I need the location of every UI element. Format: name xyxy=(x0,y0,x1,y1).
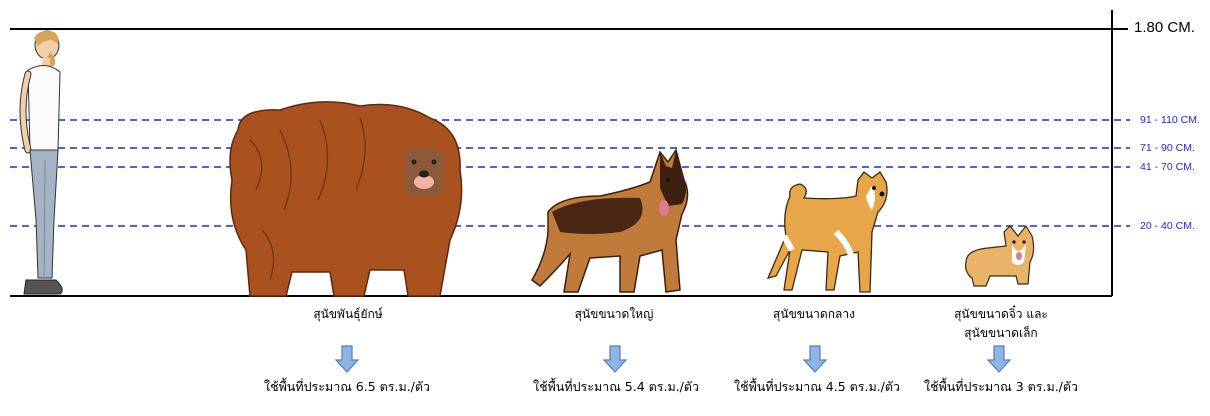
arrow-giant xyxy=(334,345,360,373)
area-label-large: ใช้พื้นที่ประมาณ 5.4 ตร.ม./ตัว xyxy=(532,379,700,394)
band-label-41-70: 41 - 70 CM. xyxy=(1140,161,1195,173)
dog-name-giant: สุนัขพันธุ์ยักษ์ xyxy=(313,307,383,321)
area-label-medium: ใช้พื้นที่ประมาณ 4.5 ตร.ม./ตัว xyxy=(733,379,901,394)
large-dog-illustration xyxy=(531,148,689,293)
arrow-medium xyxy=(802,345,828,373)
band-label-20-40: 20 - 40 CM. xyxy=(1140,220,1195,232)
dog-name-small-line2: สุนัขขนาดเล็ก xyxy=(964,326,1038,340)
max-height-label: 1.80 CM. xyxy=(1134,19,1195,36)
area-label-small: ใช้พื้นที่ประมาณ 3 ตร.ม./ตัว xyxy=(923,379,1079,394)
giant-dog-illustration xyxy=(229,101,463,297)
small-dog-illustration xyxy=(965,224,1035,287)
dog-name-medium: สุนัขขนาดกลาง xyxy=(773,307,855,321)
arrow-small xyxy=(986,345,1012,373)
medium-dog-illustration xyxy=(766,171,888,293)
dog-name-large: สุนัขขนาดใหญ่ xyxy=(574,307,654,321)
band-label-71-90: 71 - 90 CM. xyxy=(1140,142,1195,154)
area-label-giant: ใช้พื้นที่ประมาณ 6.5 ตร.ม./ตัว xyxy=(263,379,431,394)
arrow-large xyxy=(602,345,628,373)
dog-name-small-line1: สุนัขขนาดจิ๋ว และ xyxy=(954,307,1048,321)
human-figure xyxy=(19,30,63,295)
height-guide-lines xyxy=(10,119,1130,227)
band-label-91-110: 91 - 110 CM. xyxy=(1140,114,1200,126)
